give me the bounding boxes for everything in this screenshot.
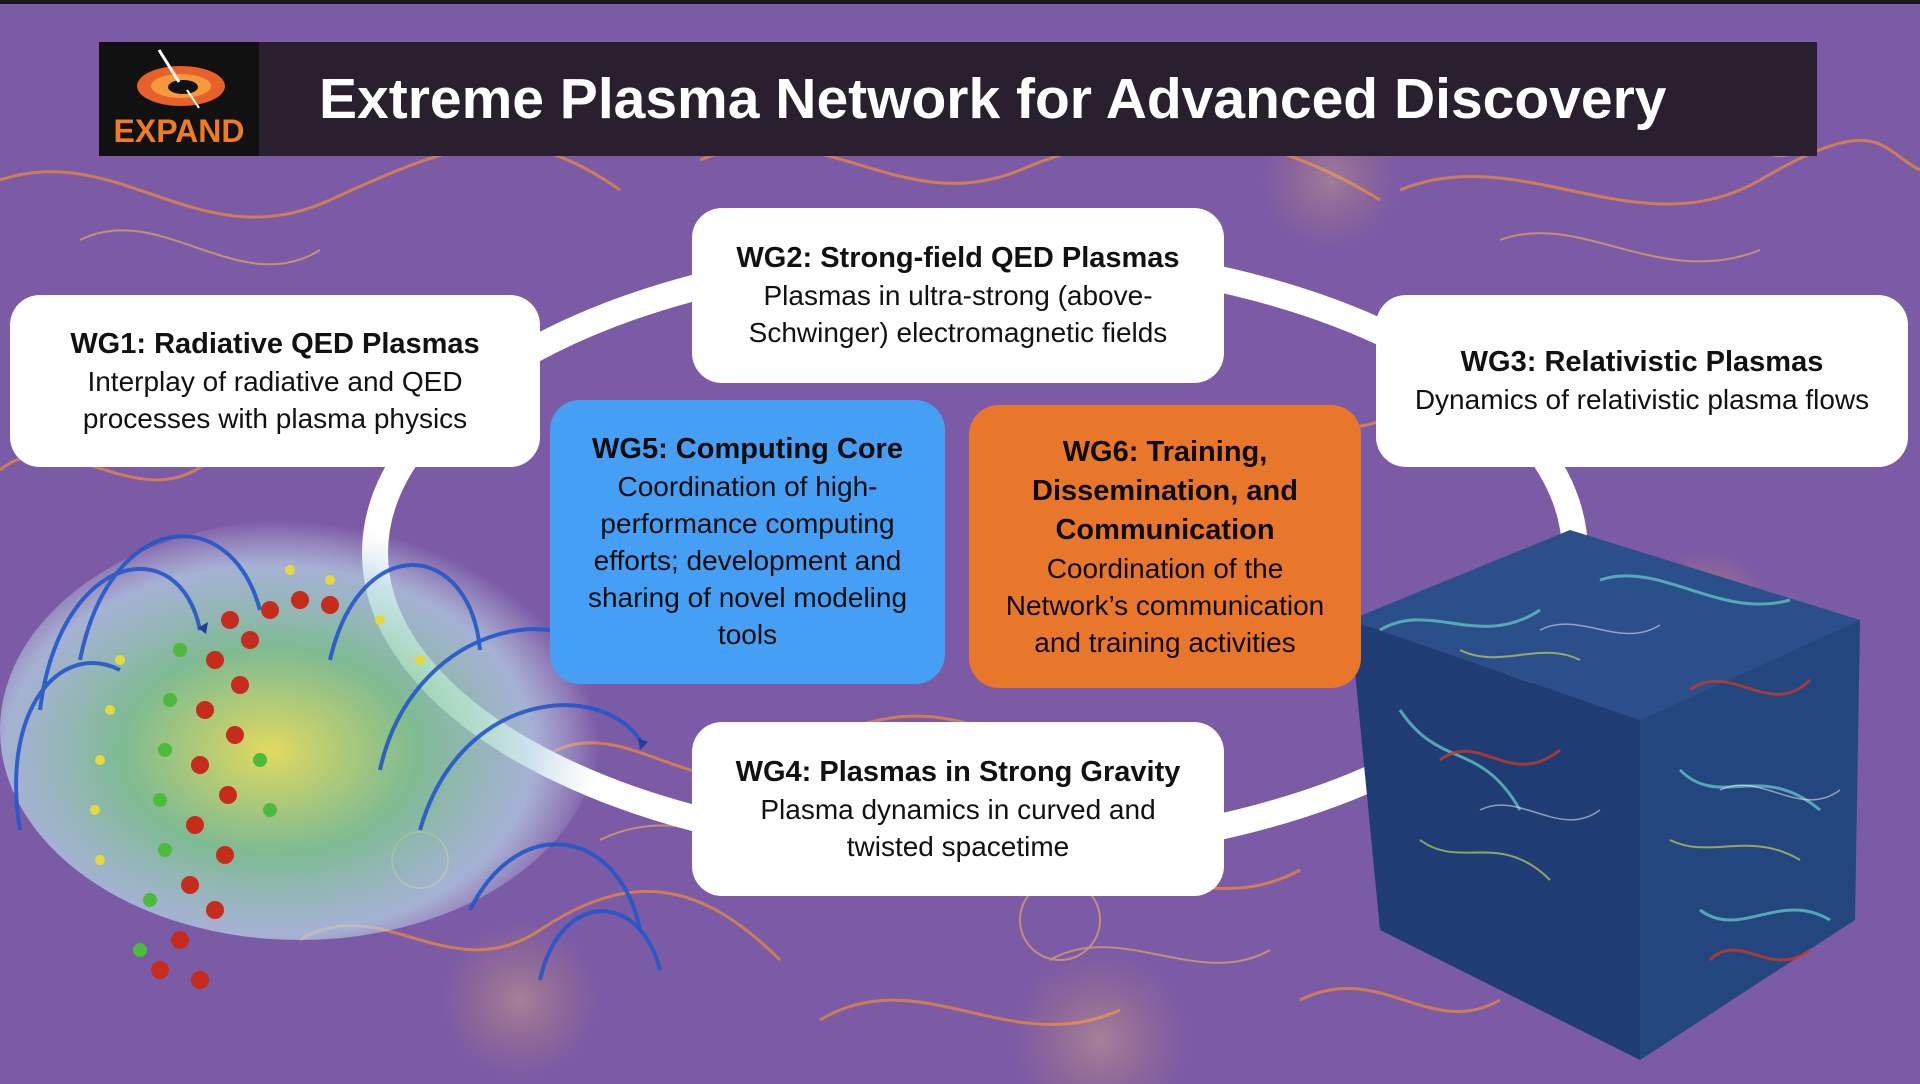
wg6-description-line: Network’s communication [1005,589,1325,621]
wg6-title-line: Communication [1055,513,1275,546]
wg1-description-line: processes with plasma physics [82,402,468,434]
wg6-title-line: Dissemination, and [1032,474,1298,507]
wg2-description-line: Plasmas in ultra-strong (above- [763,280,1153,311]
wg4-description-line: Plasma dynamics in curved and [760,793,1156,825]
logo-text: EXPAND [113,113,245,149]
wg5-description-line: tools [717,619,778,650]
wg6-description-line: and training activities [1034,626,1296,658]
wg5-description-line: efforts; development and [593,545,902,576]
expand-logo: EXPAND [99,42,259,156]
page-title: Extreme Plasma Network for Advanced Disc… [319,67,1667,131]
wg5-box: WG5: Computing Core Coordination of high… [550,400,945,684]
wg5-description-line: Coordination of high- [617,471,878,502]
black-hole-disk-icon [137,49,225,109]
wg3-description-line: Dynamics of relativistic plasma flows [1414,384,1870,415]
top-edge-line [0,0,1920,4]
wg4-title: WG4: Plasmas in Strong Gravity [735,755,1181,788]
wg2-description-line: Schwinger) electromagnetic fields [748,317,1168,348]
wg1-description-line: Interplay of radiative and QED [87,365,463,397]
turbulence-cube-simulation-image [1350,530,1860,1060]
wg4-box: WG4: Plasmas in Strong Gravity Plasma dy… [692,722,1224,896]
wg1-box: WG1: Radiative QED Plasmas Interplay of … [10,295,540,467]
wg3-title: WG3: Relativistic Plasmas [1460,346,1824,378]
wg1-title: WG1: Radiative QED Plasmas [70,327,480,360]
wg6-title-line: WG6: Training, [1062,435,1268,468]
wg4-description-line: twisted spacetime [846,830,1070,862]
wg6-box: WG6: Training, Dissemination, and Commun… [969,405,1361,688]
wg5-description-line: performance computing [600,508,895,539]
wg3-box: WG3: Relativistic Plasmas Dynamics of re… [1376,295,1908,467]
wg2-box: WG2: Strong-field QED Plasmas Plasmas in… [692,208,1224,383]
title-bar: EXPAND Extreme Plasma Network for Advanc… [99,42,1817,156]
wg2-title: WG2: Strong-field QED Plasmas [736,242,1180,274]
wg5-description-line: sharing of novel modeling [587,582,908,613]
wg6-description-line: Coordination of the [1046,552,1284,584]
wg5-title: WG5: Computing Core [592,433,903,465]
